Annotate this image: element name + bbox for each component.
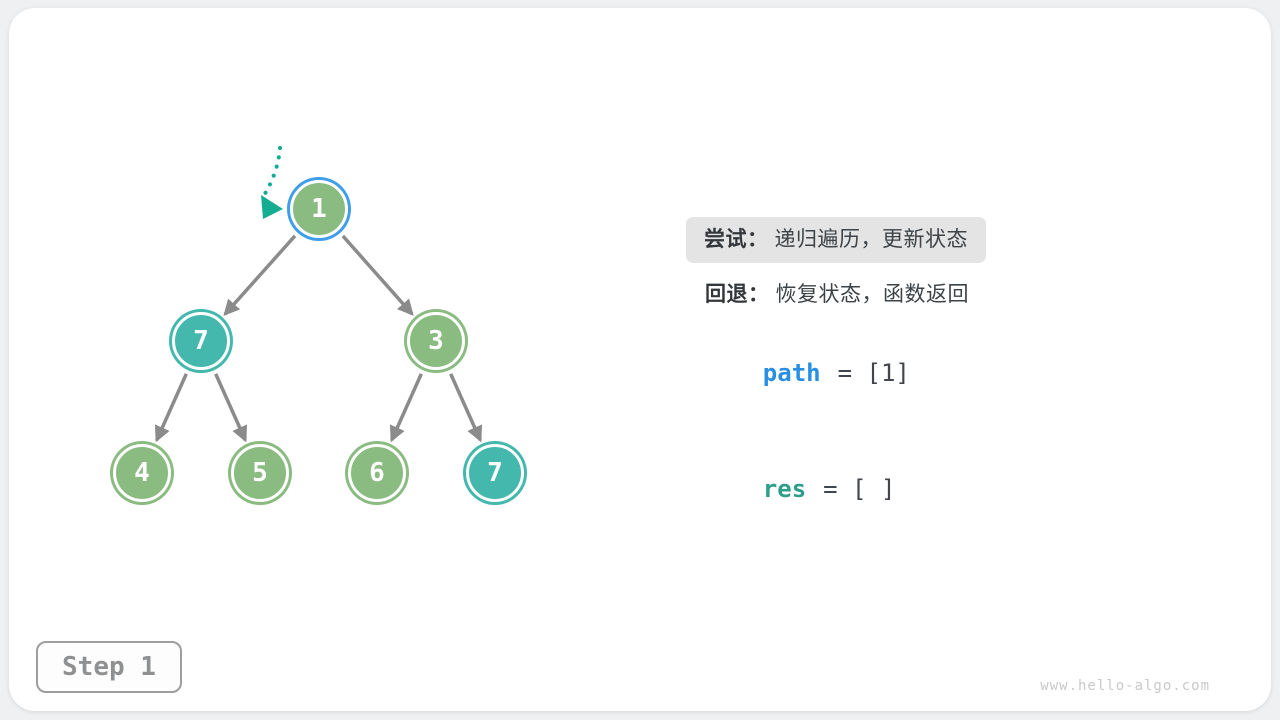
path-variable: path = [1] [705, 331, 910, 415]
res-variable-value: = [ ] [823, 475, 896, 503]
res-variable-name: res [762, 475, 807, 503]
tree-node-6: 6 [348, 444, 406, 502]
tree-node-3: 3 [407, 312, 465, 370]
path-variable-value: = [1] [837, 359, 910, 387]
current-pointer-arrow-icon [260, 145, 283, 219]
legend-back-text: 恢复状态，函数返回 [775, 283, 969, 306]
tree-node-5: 5 [231, 444, 289, 502]
step-badge: Step 1 [36, 641, 182, 693]
watermark: www.hello-algo.com [1040, 678, 1210, 694]
step-badge-label: Step 1 [62, 652, 156, 682]
tree-node-7: 7 [466, 444, 524, 502]
legend-try: 尝试：递归遍历，更新状态 [686, 217, 986, 263]
res-variable: res = [ ] [705, 447, 896, 531]
tree-edges [154, 234, 483, 443]
legend-back: 回退：恢复状态，函数返回 [705, 279, 969, 311]
legend-try-text: 递归遍历，更新状态 [774, 228, 968, 251]
tree-node-7: 7 [172, 312, 230, 370]
legend-try-label: 尝试： [704, 228, 769, 251]
tree-node-1: 1 [290, 180, 348, 238]
legend-back-label: 回退： [705, 283, 770, 306]
tree-node-4: 4 [113, 444, 171, 502]
path-variable-name: path [762, 359, 821, 387]
